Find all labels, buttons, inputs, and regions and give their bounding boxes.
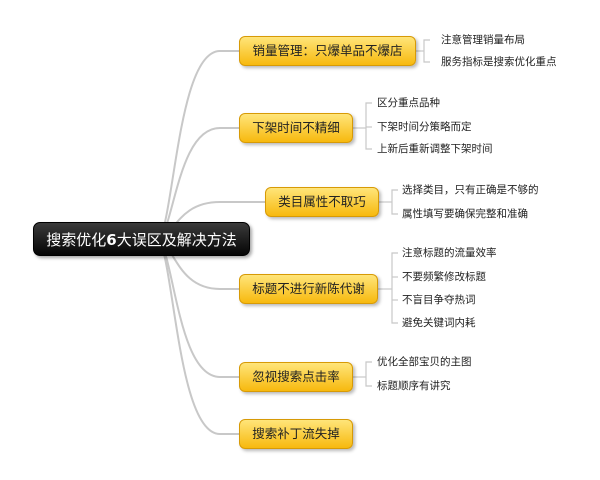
branch-label-1: 销量管理：只爆单品不爆店 (252, 43, 403, 58)
note-bracket-3 (391, 189, 398, 215)
note-4-1: 注意标题的流量效率 (402, 247, 497, 259)
root-topic: 搜索优化6大误区及解决方法 (33, 222, 250, 256)
note-3-2: 属性填写要确保完整和准确 (402, 208, 528, 220)
branch-connector-1 (159, 50, 239, 241)
branch-connector-6 (159, 239, 239, 435)
root-title-bold: 6 (106, 231, 117, 249)
branch-topic-4: 标题不进行新陈代谢 (239, 274, 378, 304)
note-5-1: 优化全部宝贝的主图 (377, 356, 472, 368)
note-bracket-5 (365, 361, 372, 387)
note-4-4: 避免关键词内耗 (402, 317, 476, 329)
branch-label-5: 忽视搜索点击率 (252, 369, 340, 384)
note-5-2: 标题顺序有讲究 (377, 380, 451, 392)
note-2-2: 下架时间分策略而定 (377, 121, 472, 133)
branch-topic-1: 销量管理：只爆单品不爆店 (239, 36, 416, 66)
branch-topic-2: 下架时间不精细 (239, 113, 353, 143)
branch-label-6: 搜索补丁流失掉 (252, 426, 340, 441)
note-bracket-1 (423, 39, 430, 63)
branch-topic-6: 搜索补丁流失掉 (239, 419, 353, 449)
note-1-1: 注意管理销量布局 (441, 34, 525, 46)
branch-topic-5: 忽视搜索点击率 (239, 362, 353, 392)
branch-label-2: 下架时间不精细 (252, 120, 340, 135)
note-bracket-4 (391, 252, 398, 324)
note-2-1: 区分重点品种 (377, 97, 440, 109)
note-2-3: 上新后重新调整下架时间 (377, 143, 493, 155)
root-title-pre: 搜索优化 (46, 231, 107, 249)
note-bracket-2 (365, 102, 372, 150)
branch-topic-3: 类目属性不取巧 (265, 187, 379, 217)
note-1-2: 服务指标是搜索优化重点 (441, 56, 557, 68)
note-3-1: 选择类目，只有正确是不够的 (402, 184, 539, 196)
branch-label-3: 类目属性不取巧 (278, 194, 366, 209)
note-4-2: 不要频繁修改标题 (402, 271, 486, 283)
root-title-post: 大误区及解决方法 (116, 231, 237, 249)
note-4-3: 不盲目争夺热词 (402, 294, 476, 306)
branch-connector-5 (159, 239, 239, 378)
branch-label-4: 标题不进行新陈代谢 (252, 281, 365, 296)
